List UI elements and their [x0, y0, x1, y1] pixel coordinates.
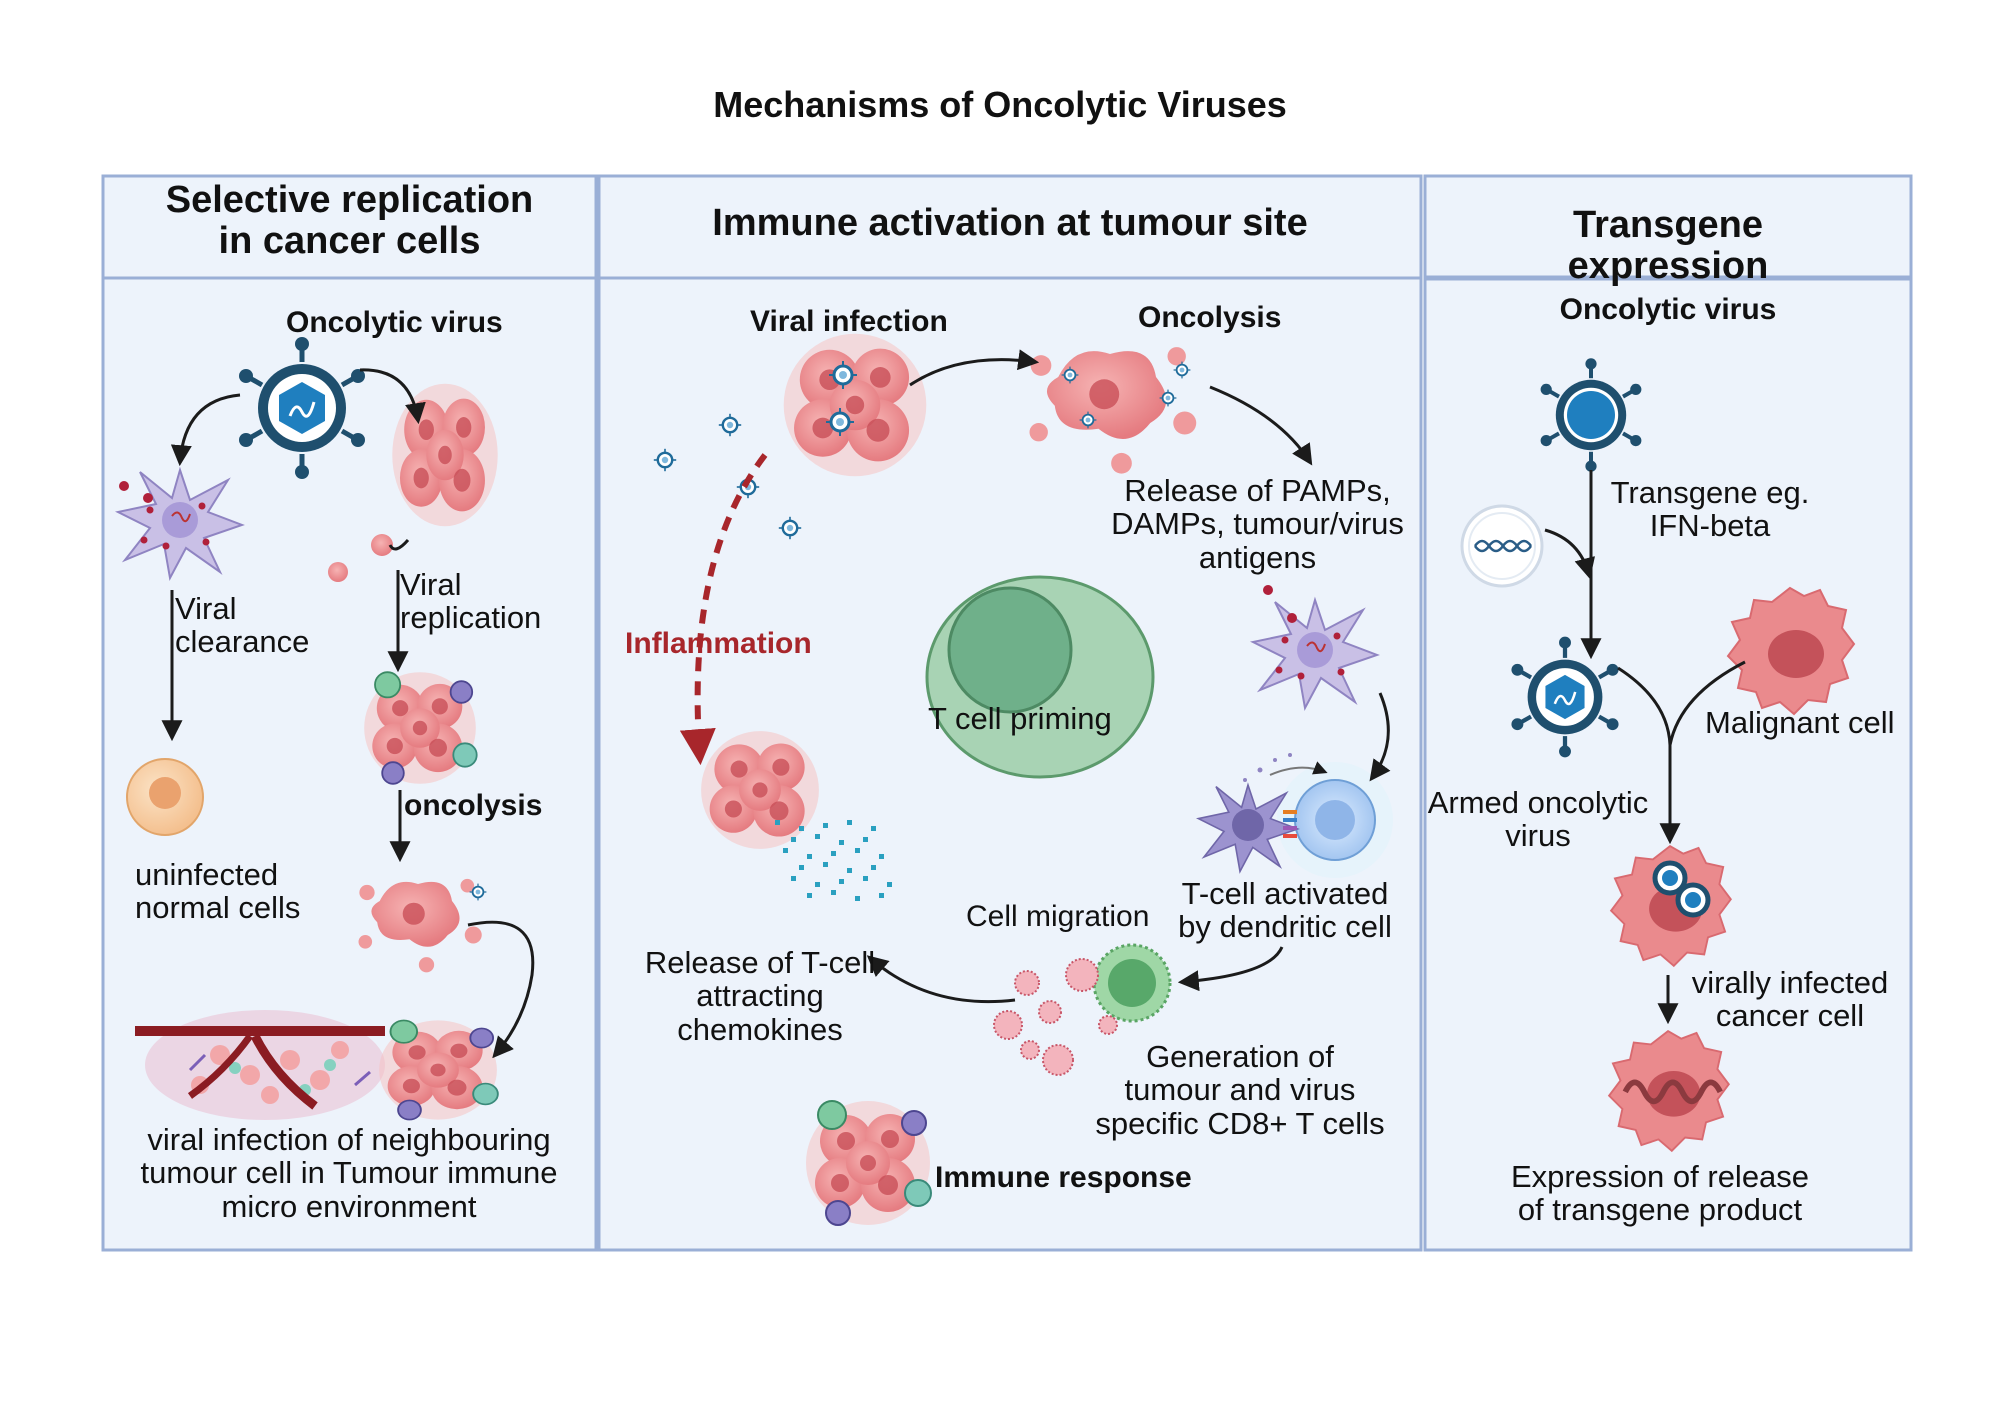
- flow-arrows: [161, 368, 535, 1059]
- label-inflammation: Inflammation: [625, 627, 812, 660]
- virion-icon: [119, 481, 153, 503]
- chemokine-dots-icon: [775, 820, 892, 901]
- label-armed-oncolytic-virus: Armed oncolytic virus: [1427, 785, 1649, 854]
- chemokine-dot: [807, 854, 812, 859]
- label-oncolysis: oncolysis: [404, 789, 543, 822]
- label-viral-infection: Viral infection: [750, 305, 948, 338]
- tumour-cluster-icon: [328, 534, 393, 582]
- chemokine-dot: [879, 854, 884, 859]
- virion-icon: [1020, 1040, 1040, 1060]
- label-t-cell-priming: T cell priming: [928, 701, 1112, 736]
- chemokine-dot: [799, 865, 804, 870]
- chemokine-dot: [831, 851, 836, 856]
- virion-icon: [1652, 860, 1711, 918]
- tumour-cluster-icon: [783, 333, 927, 477]
- panel-header-transgene: Transgene expression: [1567, 204, 1769, 288]
- chemokine-dot: [887, 882, 892, 887]
- tumour-cluster-icon: [379, 1020, 498, 1119]
- chemokine-dot: [791, 876, 796, 881]
- chemokine-dot: [871, 826, 876, 831]
- flow-arrows: [866, 349, 1391, 1004]
- virion-icon: [993, 958, 1118, 1076]
- label-oncolytic-virus: Oncolytic virus: [286, 306, 503, 339]
- virion-icon: [993, 1010, 1023, 1040]
- blood-vessel-icon: [135, 1010, 385, 1120]
- antigen-transfer-arrow: [1269, 761, 1328, 776]
- flow-arrows: [1544, 470, 1746, 1025]
- panel-frames: [101, 174, 1913, 1252]
- label-transgene-eg: Transgene eg. IFN-beta: [1610, 475, 1810, 544]
- label-release-chemokines: Release of T-cell attracting chemokines: [644, 945, 876, 1047]
- chemokine-dot: [879, 893, 884, 898]
- chemokine-dot: [855, 896, 860, 901]
- label-cell-migration: Cell migration: [966, 900, 1150, 933]
- chemokine-dot: [815, 834, 820, 839]
- page-title: Mechanisms of Oncolytic Viruses: [713, 84, 1287, 125]
- label-release-pamps: Release of PAMPs, DAMPs, tumour/virus an…: [1111, 473, 1404, 575]
- dna-plasmid-icon: [1460, 504, 1544, 588]
- chemokine-dot: [799, 826, 804, 831]
- transgene-expressing-cell-icon: [1608, 1030, 1730, 1152]
- chemokine-dot: [847, 868, 852, 873]
- chemokine-dot: [871, 865, 876, 870]
- tumour-cluster-icon: [392, 383, 498, 527]
- chemokine-dot: [783, 848, 788, 853]
- label-neighbour-infection: viral infection of neighbouring tumour c…: [140, 1122, 558, 1224]
- chemokine-dot: [823, 862, 828, 867]
- label-generation-cd8: Generation of tumour and virus specific …: [1095, 1039, 1385, 1141]
- label-virally-infected: virally infected cancer cell: [1691, 965, 1889, 1034]
- chemokine-dot: [807, 893, 812, 898]
- oncolytic-virus-icon: [1540, 358, 1642, 472]
- inflammation-arrow: [679, 453, 768, 766]
- panel-header-selective: Selective replication in cancer cells: [165, 179, 534, 263]
- tumour-cluster-icon: [806, 1101, 931, 1225]
- label-malignant-cell: Malignant cell: [1705, 705, 1895, 740]
- panel-header-immune: Immune activation at tumour site: [712, 202, 1308, 244]
- label-viral-replication: Viral replication: [400, 567, 542, 636]
- chemokine-dot: [791, 837, 796, 842]
- chemokine-dot: [855, 848, 860, 853]
- dendritic-cell-icon: [1195, 782, 1300, 874]
- label-expression-transgene: Expression of release of transgene produ…: [1510, 1159, 1810, 1228]
- antigen-dots: [1243, 753, 1292, 782]
- tumour-cluster-icon: [701, 731, 819, 849]
- chemokine-dot: [863, 837, 868, 842]
- chemokine-dot: [863, 876, 868, 881]
- chemokine-dot: [847, 820, 852, 825]
- label-oncolytic-virus-transgene: Oncolytic virus: [1559, 293, 1777, 326]
- receptor-bars: [1283, 810, 1297, 838]
- virion-icon: [1263, 585, 1297, 623]
- cd8-t-cell-icon: [1092, 943, 1172, 1023]
- virion-icon: [1065, 958, 1099, 992]
- normal-cell-icon: [126, 758, 204, 836]
- chemokine-dot: [839, 840, 844, 845]
- chemokine-dot: [839, 879, 844, 884]
- label-immune-response: Immune response: [935, 1161, 1192, 1194]
- t-cell-icon: [1277, 762, 1393, 878]
- virion-icon: [1038, 1000, 1062, 1024]
- virion-icon: [1098, 1015, 1118, 1035]
- label-uninfected-normal-cells: uninfected normal cells: [135, 857, 301, 926]
- t-cell-priming-cell: [925, 575, 1155, 779]
- chemokine-dot: [815, 882, 820, 887]
- chemokine-dot: [831, 890, 836, 895]
- label-viral-clearance: Viral clearance: [175, 591, 310, 660]
- label-oncolysis-immune: Oncolysis: [1138, 301, 1282, 334]
- label-tcell-activated: T-cell activated by dendritic cell: [1178, 876, 1392, 945]
- tumour-cluster-icon: [364, 672, 477, 784]
- virion-icon: [1042, 1044, 1074, 1076]
- chemokine-dot: [823, 823, 828, 828]
- virion-icon: [1014, 970, 1040, 996]
- chemokine-dot: [775, 820, 780, 825]
